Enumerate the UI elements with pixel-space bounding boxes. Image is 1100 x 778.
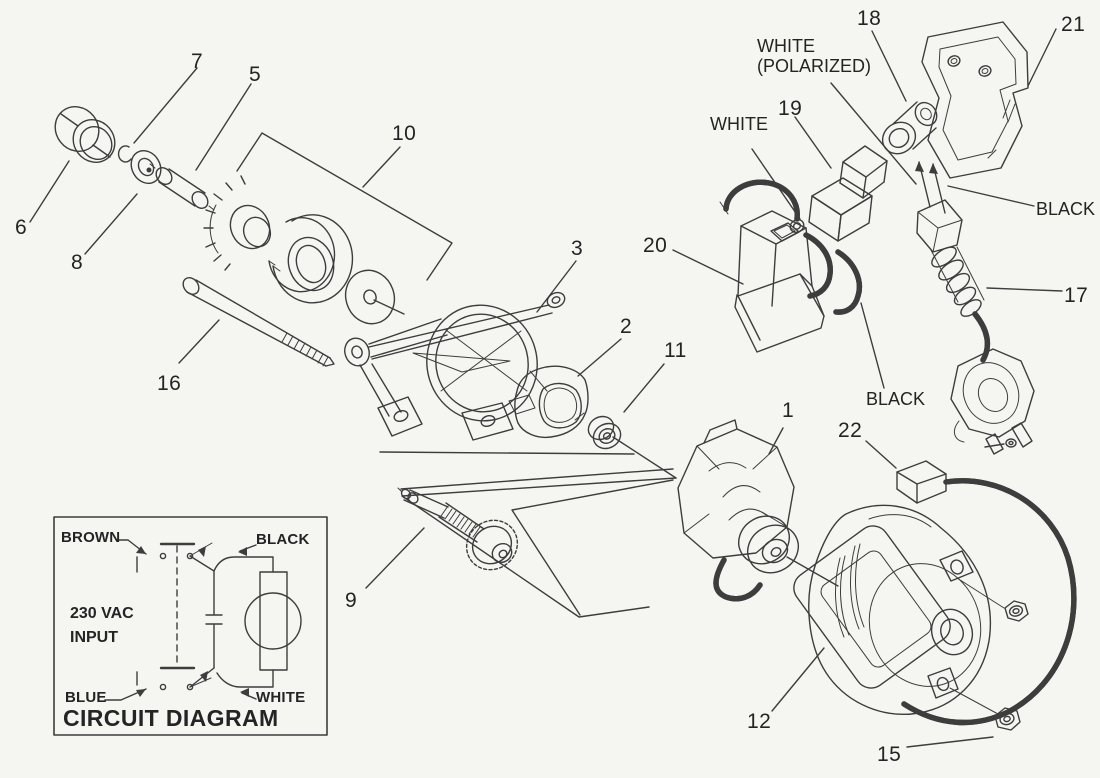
part-21-cover-bracket	[921, 21, 1029, 179]
callout-15: 15	[877, 743, 902, 766]
wire-label-white: WHITE	[710, 114, 768, 134]
callout-17: 17	[1064, 284, 1089, 307]
wire-label-black-lower: BLACK	[866, 389, 926, 409]
callout-11: 11	[664, 339, 687, 362]
circuit-input-voltage: 230 VAC	[70, 605, 134, 622]
circuit-label-black: BLACK	[256, 531, 310, 548]
part-9-worm-shaft	[397, 487, 519, 571]
part-15-hex-nuts	[994, 600, 1029, 731]
circuit-input-word: INPUT	[70, 629, 118, 646]
callout-9: 9	[345, 589, 358, 612]
callout-20: 20	[643, 234, 668, 257]
circuit-label-brown: BROWN	[61, 529, 121, 546]
part-11-bearing-plug	[587, 415, 622, 450]
plug-prongs	[915, 161, 946, 214]
part-20-switch	[719, 182, 859, 353]
callout-21: 21	[1061, 13, 1086, 36]
part-7-retaining-clip	[117, 145, 132, 163]
callout-5: 5	[249, 63, 262, 86]
callout-3: 3	[571, 237, 584, 260]
callout-22: 22	[838, 419, 863, 442]
part-10-pinion-assembly	[203, 175, 396, 325]
circuit-label-blue: BLUE	[65, 689, 107, 706]
callout-16: 16	[157, 372, 182, 395]
circuit-label-white: WHITE	[256, 689, 306, 706]
wire-label-white-polarized: WHITE (POLARIZED)	[757, 36, 872, 77]
callout-6: 6	[15, 216, 28, 239]
callout-leader-lines	[29, 28, 1063, 748]
callout-18: 18	[857, 7, 882, 30]
part-1-gear-housing	[677, 419, 799, 599]
callout-8: 8	[71, 251, 84, 274]
callout-1: 1	[782, 399, 795, 422]
part-16-through-bolt	[182, 277, 335, 367]
callout-19: 19	[778, 97, 803, 120]
part-12-motor	[793, 504, 992, 715]
callout-2: 2	[620, 315, 633, 338]
callout-12: 12	[747, 710, 772, 733]
circuit-diagram	[53, 516, 328, 736]
part-19-terminal-block	[808, 145, 888, 242]
callout-7: 7	[191, 50, 204, 73]
part-3-bracket-housing	[344, 291, 566, 441]
wire-label-black-upper: BLACK	[1036, 199, 1096, 219]
alignment-lines	[373, 299, 1017, 618]
callout-10: 10	[392, 122, 417, 145]
part-22-connector	[896, 460, 1074, 722]
part-17-power-cord	[916, 199, 1035, 455]
part-6-drive-cap	[54, 106, 116, 163]
circuit-diagram-title: CIRCUIT DIAGRAM	[63, 705, 279, 731]
part-5-pin	[149, 163, 215, 211]
part-8-washer	[130, 149, 162, 185]
part-2-rubber-boot	[514, 365, 589, 439]
